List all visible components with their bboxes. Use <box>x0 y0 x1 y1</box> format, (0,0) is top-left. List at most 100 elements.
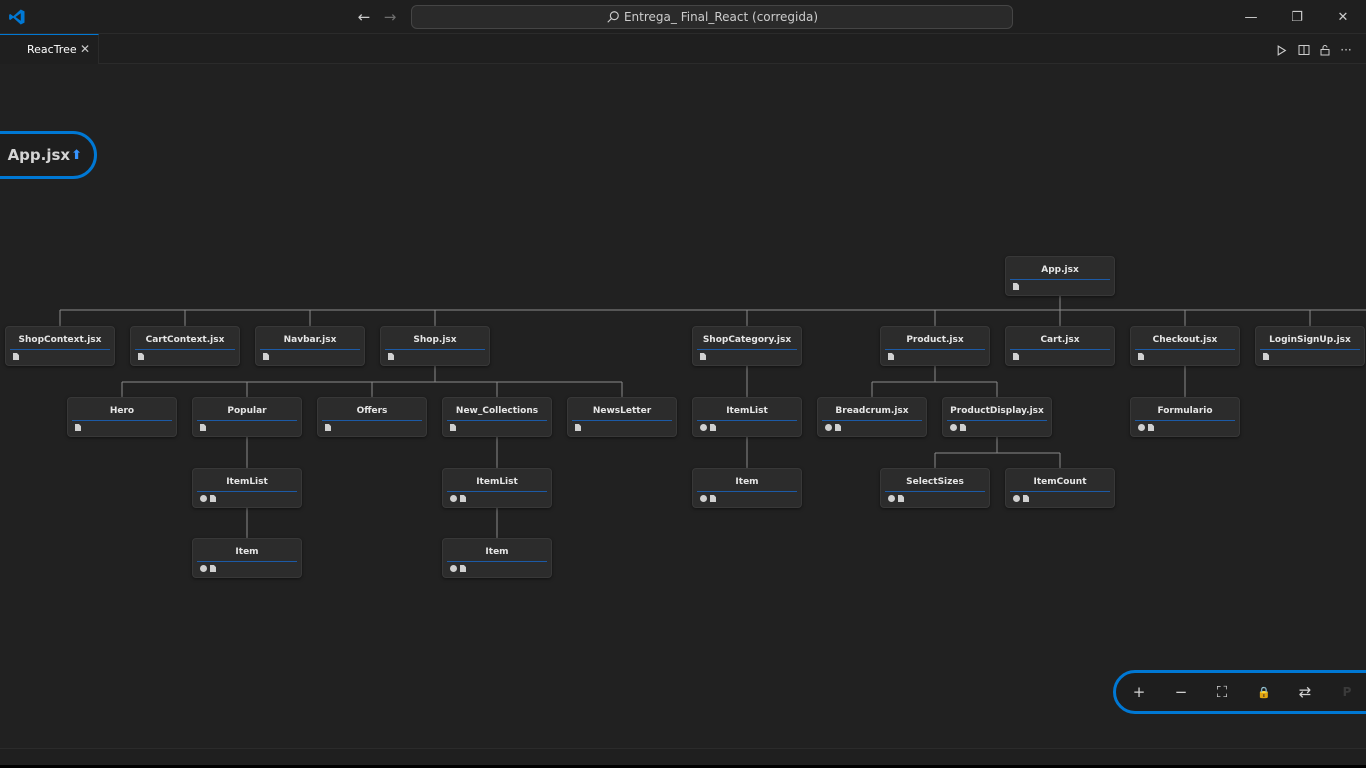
file-icon[interactable] <box>263 353 269 360</box>
tree-node-itemlist_pop[interactable]: ItemList <box>192 468 302 508</box>
node-icons <box>825 424 841 431</box>
info-icon[interactable] <box>1013 495 1020 502</box>
file-icon[interactable] <box>460 495 466 502</box>
tree-node-itemlist_cat[interactable]: ItemList <box>692 397 802 437</box>
file-icon[interactable] <box>210 495 216 502</box>
file-icon[interactable] <box>700 353 706 360</box>
vscode-logo-icon[interactable] <box>8 8 26 26</box>
file-icon[interactable] <box>75 424 81 431</box>
file-icon[interactable] <box>450 424 456 431</box>
lock-editor-icon[interactable] <box>1317 42 1333 58</box>
file-icon[interactable] <box>835 424 841 431</box>
info-icon[interactable] <box>950 424 957 431</box>
restore-button[interactable]: ❐ <box>1291 9 1303 25</box>
zoom-out-icon[interactable]: − <box>1174 683 1188 701</box>
tree-node-navbar[interactable]: Navbar.jsx <box>255 326 365 366</box>
info-icon[interactable] <box>450 495 457 502</box>
node-divider <box>885 491 985 492</box>
file-icon[interactable] <box>13 353 19 360</box>
tree-node-newcollections[interactable]: New_Collections <box>442 397 552 437</box>
info-icon[interactable] <box>888 495 895 502</box>
tree-node-selectsizes[interactable]: SelectSizes <box>880 468 990 508</box>
file-icon[interactable] <box>1023 495 1029 502</box>
close-tab-icon[interactable]: ✕ <box>79 42 90 56</box>
tree-node-shopcategory[interactable]: ShopCategory.jsx <box>692 326 802 366</box>
tree-node-itemlist_new[interactable]: ItemList <box>442 468 552 508</box>
fit-view-icon[interactable]: ⛶ <box>1216 683 1228 701</box>
file-icon[interactable] <box>888 353 894 360</box>
more-actions-icon[interactable]: ··· <box>1340 43 1352 57</box>
file-icon[interactable] <box>388 353 394 360</box>
tree-node-item_cat[interactable]: Item <box>692 468 802 508</box>
file-icon[interactable] <box>138 353 144 360</box>
tree-node-popular[interactable]: Popular <box>192 397 302 437</box>
file-icon[interactable] <box>325 424 331 431</box>
node-icons <box>575 424 581 431</box>
file-icon[interactable] <box>710 495 716 502</box>
tree-node-itemcount[interactable]: ItemCount <box>1005 468 1115 508</box>
node-icons <box>75 424 81 431</box>
zoom-controls: + − ⛶ 🔒 ⇄ P <box>1113 670 1366 714</box>
file-icon[interactable] <box>1148 424 1154 431</box>
node-label: Item <box>235 547 259 557</box>
file-icon[interactable] <box>575 424 581 431</box>
close-window-button[interactable]: ✕ <box>1337 9 1349 25</box>
tree-node-cart[interactable]: Cart.jsx <box>1005 326 1115 366</box>
file-icon[interactable] <box>1013 353 1019 360</box>
tab-reactree[interactable]: ReacTree ✕ <box>0 34 99 64</box>
info-icon[interactable] <box>1138 424 1145 431</box>
status-bar <box>0 748 1366 768</box>
file-icon[interactable] <box>200 424 206 431</box>
info-icon[interactable] <box>450 565 457 572</box>
info-icon[interactable] <box>200 495 207 502</box>
zoom-in-icon[interactable]: + <box>1132 683 1146 701</box>
file-icon[interactable] <box>1263 353 1269 360</box>
info-icon[interactable] <box>700 424 707 431</box>
lock-icon[interactable]: 🔒 <box>1257 685 1271 699</box>
info-icon[interactable] <box>200 565 207 572</box>
tree-node-breadcrum[interactable]: Breadcrum.jsx <box>817 397 927 437</box>
node-divider <box>1010 279 1110 280</box>
node-label: ItemList <box>226 477 268 487</box>
info-icon[interactable] <box>825 424 832 431</box>
tree-node-formulario[interactable]: Formulario <box>1130 397 1240 437</box>
forward-arrow-icon[interactable]: → <box>383 8 397 26</box>
tree-node-item_new[interactable]: Item <box>442 538 552 578</box>
file-icon[interactable] <box>710 424 716 431</box>
tree-node-loginsignup[interactable]: LoginSignUp.jsx <box>1255 326 1365 366</box>
tree-node-productdisplay[interactable]: ProductDisplay.jsx <box>942 397 1052 437</box>
node-label: ItemList <box>726 406 768 416</box>
split-editor-icon[interactable] <box>1296 42 1312 58</box>
node-label: Navbar.jsx <box>283 335 337 345</box>
tree-node-offers[interactable]: Offers <box>317 397 427 437</box>
file-icon[interactable] <box>898 495 904 502</box>
minimize-button[interactable]: — <box>1244 9 1258 25</box>
tree-node-product[interactable]: Product.jsx <box>880 326 990 366</box>
tree-node-app[interactable]: App.jsx <box>1005 256 1115 296</box>
root-file-badge[interactable]: App.jsx ⬆ <box>0 131 97 179</box>
node-divider <box>822 420 922 421</box>
tree-node-shop[interactable]: Shop.jsx <box>380 326 490 366</box>
tree-node-cartcontext[interactable]: CartContext.jsx <box>130 326 240 366</box>
info-icon[interactable] <box>700 495 707 502</box>
back-arrow-icon[interactable]: ← <box>357 8 371 26</box>
file-icon[interactable] <box>960 424 966 431</box>
pin-icon[interactable]: P <box>1342 685 1352 699</box>
tree-node-checkout[interactable]: Checkout.jsx <box>1130 326 1240 366</box>
node-divider <box>197 561 297 562</box>
tree-node-shopcontext[interactable]: ShopContext.jsx <box>5 326 115 366</box>
command-center-search[interactable]: Entrega_ Final_React (corregida) <box>411 5 1013 29</box>
run-icon[interactable] <box>1273 42 1289 58</box>
tree-node-hero[interactable]: Hero <box>67 397 177 437</box>
node-icons <box>263 353 269 360</box>
file-icon[interactable] <box>460 565 466 572</box>
tree-node-newsletter[interactable]: NewsLetter <box>567 397 677 437</box>
file-icon[interactable] <box>1013 283 1019 290</box>
tree-node-item_pop[interactable]: Item <box>192 538 302 578</box>
file-icon[interactable] <box>1138 353 1144 360</box>
swap-direction-icon[interactable]: ⇄ <box>1298 683 1312 701</box>
file-icon[interactable] <box>210 565 216 572</box>
root-file-label: App.jsx <box>7 146 71 164</box>
node-divider <box>197 491 297 492</box>
